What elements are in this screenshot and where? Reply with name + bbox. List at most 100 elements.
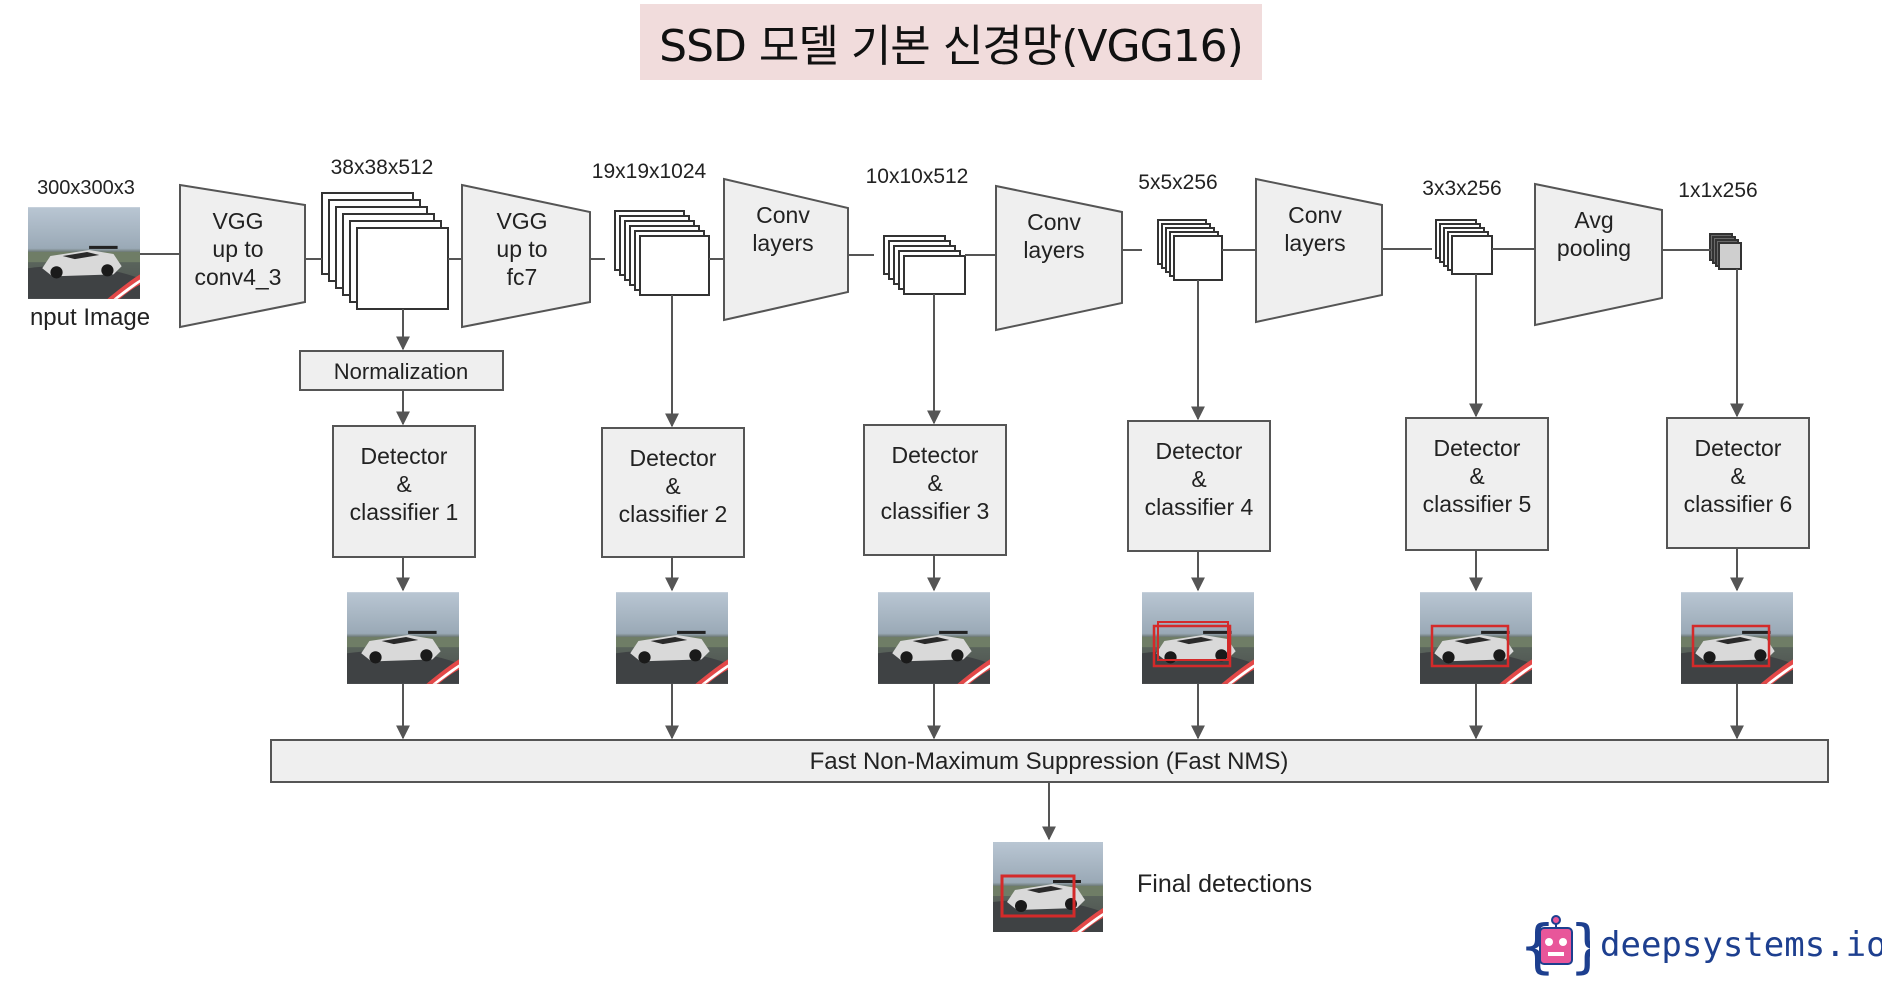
- layer-trapezoid: [461, 183, 591, 329]
- detector-classifier-1: Detector&classifier 1: [332, 425, 476, 558]
- brand-logo: { } deepsystems.io: [1520, 905, 1882, 985]
- layer-trapezoid: [1255, 177, 1383, 324]
- detector-classifier-4: Detector&classifier 4: [1127, 420, 1271, 552]
- layer-label-line: Conv: [1027, 209, 1081, 235]
- detection-box: [1157, 621, 1229, 661]
- detector-label-line: &: [927, 470, 942, 496]
- layer-label-line: Conv: [756, 202, 810, 228]
- layer-label-line: up to: [212, 236, 263, 262]
- feature-map-layer: [1451, 235, 1493, 275]
- detection-thumbnail-1: [347, 592, 459, 684]
- detector-box: [863, 424, 1007, 556]
- svg-text:}: }: [1570, 912, 1590, 980]
- feature-map-4: 5x5x256: [1138, 171, 1223, 281]
- detector-box: [1666, 417, 1810, 549]
- detector-label-line: classifier 2: [619, 501, 728, 527]
- robot-icon: { }: [1520, 912, 1590, 980]
- detector-label-line: Detector: [361, 443, 448, 469]
- detector-classifier-6: Detector&classifier 6: [1666, 417, 1810, 549]
- feature-map-dims: 19x19x1024: [592, 160, 707, 183]
- detection-box: [1152, 624, 1232, 668]
- detector-label-line: &: [396, 471, 411, 497]
- detector-classifier-2: Detector&classifier 2: [601, 427, 745, 558]
- detector-classifier-3: Detector&classifier 3: [863, 424, 1007, 556]
- detector-label-line: classifier 6: [1684, 491, 1793, 517]
- normalization-label: Normalization: [334, 359, 469, 384]
- detector-label-line: Detector: [1434, 435, 1521, 461]
- detector-label-line: &: [665, 473, 680, 499]
- input-image-label: nput Image: [30, 304, 150, 331]
- feature-map-dims: 1x1x256: [1678, 179, 1757, 202]
- normalization-box: [299, 350, 504, 391]
- detector-label-line: Detector: [892, 442, 979, 468]
- feature-map-layer: [903, 255, 966, 295]
- feature-map-dims: 3x3x256: [1422, 177, 1501, 200]
- detector-box: [332, 425, 476, 558]
- layer-label-line: pooling: [1557, 235, 1631, 261]
- layer-trapezoid: [723, 177, 849, 322]
- layer-label-line: layers: [1023, 237, 1084, 263]
- feature-map-2: 19x19x1024: [592, 160, 710, 296]
- final-detection-image: [993, 842, 1103, 932]
- feature-map-layer: [1173, 235, 1223, 281]
- detector-label-line: classifier 4: [1145, 494, 1254, 520]
- input-dims-label: 300x300x3: [37, 177, 135, 199]
- car-image: [1420, 592, 1532, 684]
- feature-map-dims: 5x5x256: [1138, 171, 1217, 194]
- layer-label-line: Avg: [1574, 207, 1613, 233]
- detection-thumbnail-2: [616, 592, 728, 684]
- layer-trapezoid: [1534, 182, 1663, 327]
- detection-box: [1430, 624, 1510, 668]
- feature-map-dims: 10x10x512: [866, 165, 969, 188]
- detector-classifier-5: Detector&classifier 5: [1405, 417, 1549, 551]
- car-image: [347, 592, 459, 684]
- layer-label-line: VGG: [496, 208, 547, 234]
- layer-label-line: fc7: [507, 264, 538, 290]
- final-detection-box: [1000, 874, 1076, 918]
- detection-thumbnail-3: [878, 592, 990, 684]
- feature-map-5: 3x3x256: [1422, 177, 1502, 275]
- detection-box: [1691, 624, 1771, 668]
- input-image: [28, 207, 140, 299]
- car-image: [1681, 592, 1793, 684]
- layer-label-line: layers: [1284, 230, 1345, 256]
- layer-trapezoid: [179, 183, 306, 329]
- detector-label-line: Detector: [630, 445, 717, 471]
- detector-label-line: &: [1469, 463, 1484, 489]
- layer-label-line: Conv: [1288, 202, 1342, 228]
- detector-label-line: classifier 1: [350, 499, 459, 525]
- layer-trapezoid: [995, 184, 1123, 332]
- feature-map-dims: 38x38x512: [331, 156, 434, 179]
- detection-thumbnail-4: [1142, 592, 1254, 684]
- title-banner: SSD 모델 기본 신경망(VGG16): [640, 4, 1262, 80]
- feature-map-1: 38x38x512: [321, 156, 449, 310]
- feature-map-6: 1x1x256: [1678, 179, 1758, 270]
- feature-map-3: 10x10x512: [866, 165, 969, 295]
- final-detections-label: Final detections: [1137, 870, 1312, 898]
- detector-box: [1127, 420, 1271, 552]
- layer-label-line: conv4_3: [195, 264, 282, 290]
- detector-label-line: classifier 3: [881, 498, 990, 524]
- layer-label-line: VGG: [212, 208, 263, 234]
- page-title: SSD 모델 기본 신경망(VGG16): [659, 21, 1244, 72]
- feature-map-layer: [356, 227, 449, 310]
- detector-label-line: &: [1191, 466, 1206, 492]
- detector-label-line: Detector: [1695, 435, 1782, 461]
- detection-thumbnail-5: [1420, 592, 1532, 684]
- detector-box: [1405, 417, 1549, 551]
- detector-box: [601, 427, 745, 558]
- car-image: [616, 592, 728, 684]
- feature-map-layer: [1718, 242, 1742, 270]
- feature-map-layer: [639, 235, 710, 296]
- detector-label-line: &: [1730, 463, 1745, 489]
- detection-thumbnail-6: [1681, 592, 1793, 684]
- detector-label-line: classifier 5: [1423, 491, 1532, 517]
- car-image: [878, 592, 990, 684]
